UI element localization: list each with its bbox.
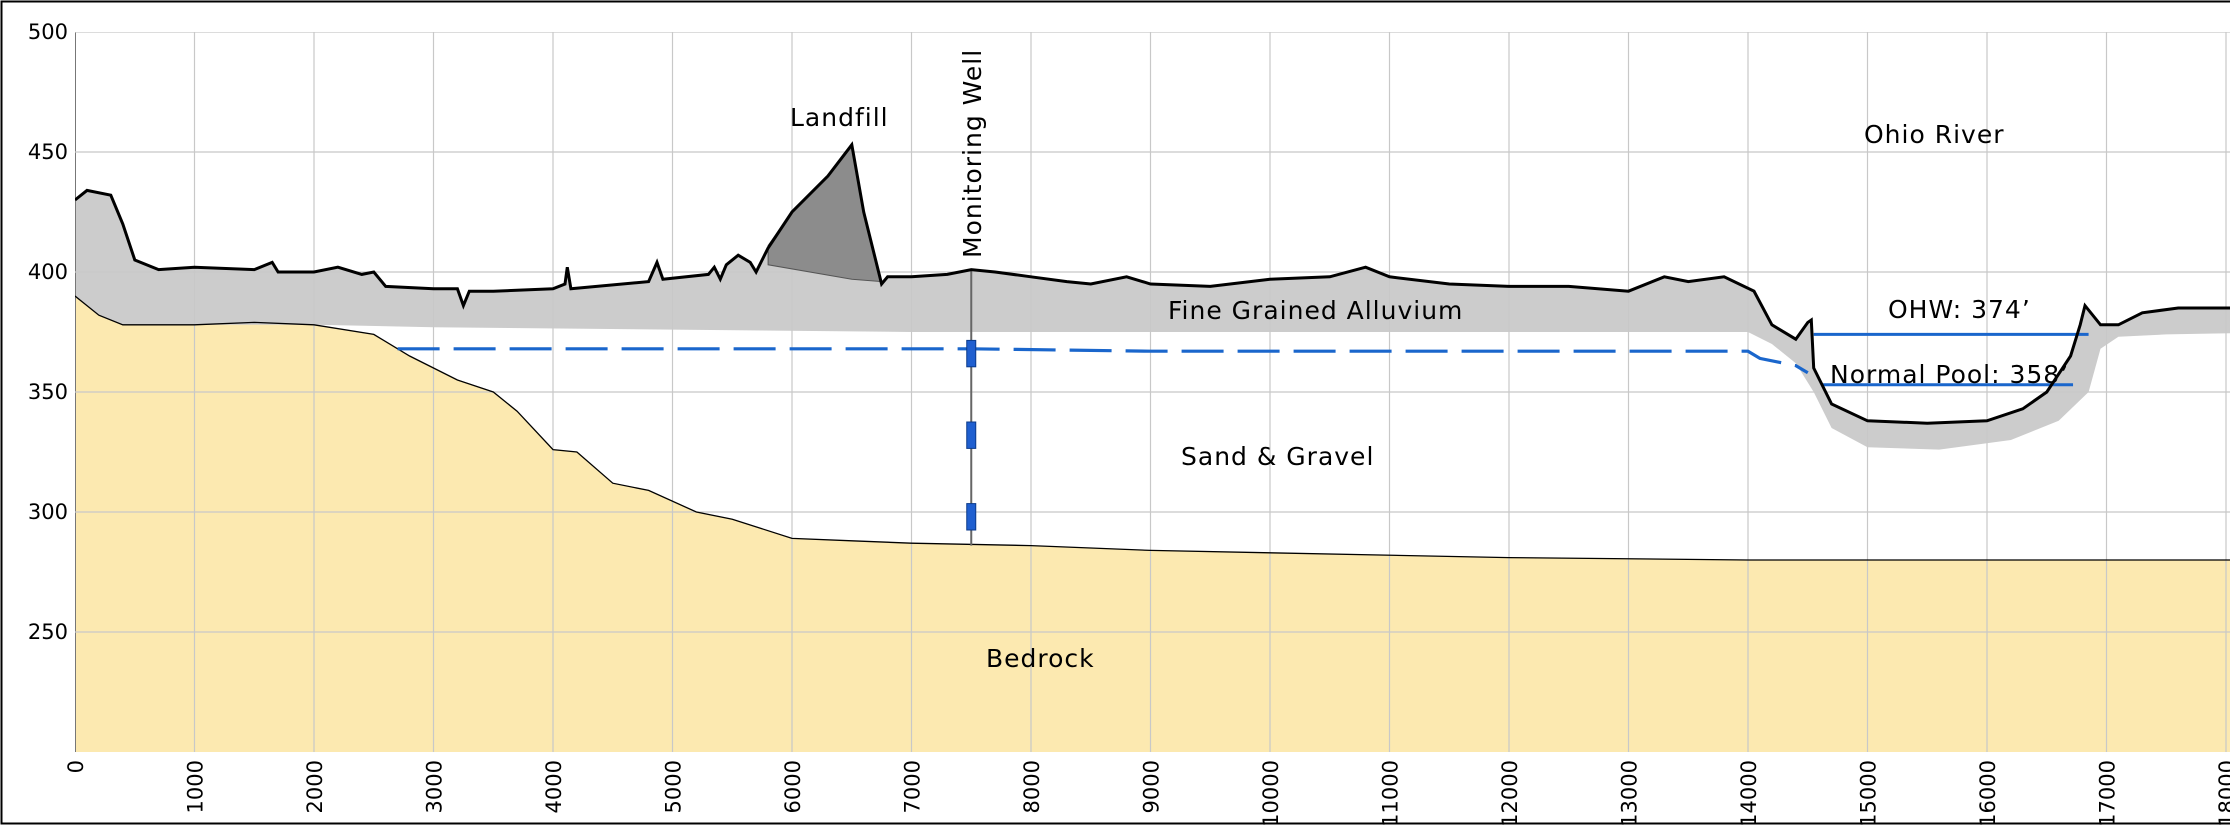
x-tick-label: 6000 [781,760,805,813]
sand-gravel-label: Sand & Gravel [1181,442,1374,471]
y-tick-label: 300 [28,500,68,524]
y-tick-label: 250 [28,620,68,644]
x-tick-label: 0 [64,760,88,773]
x-tick-label: 1000 [184,760,208,813]
landfill-label: Landfill [790,103,889,132]
bedrock-label: Bedrock [986,644,1095,673]
x-tick-label: 7000 [901,760,925,813]
well-screen [966,503,977,531]
bedrock-surface-line [75,295,2230,561]
x-tick-label: 3000 [423,760,447,813]
y-axis-ticks: 500 450 400 350 300 250 [28,20,68,644]
x-tick-label: 9000 [1140,760,1164,813]
well-screen [966,339,977,368]
fine-grained-alluvium-layer [75,144,2230,450]
ground-surface-line [75,141,2230,425]
x-tick-label: 2000 [303,760,327,813]
x-tick-label: 11000 [1379,760,1403,825]
monitoring-well-label: Monitoring Well [958,49,987,258]
x-tick-label: 13000 [1618,760,1642,825]
ohio-river-label: Ohio River [1864,120,2004,149]
x-tick-label: 15000 [1857,760,1881,825]
x-tick-label: 8000 [1020,760,1044,813]
well-screens [966,339,977,531]
x-tick-label: 18000 [2215,760,2230,825]
x-tick-label: 5000 [662,760,686,813]
ohw-label: OHW: 374’ [1888,295,2031,324]
x-tick-label: 4000 [542,760,566,813]
bedrock-layer [75,296,2230,752]
x-tick-label: 10000 [1259,760,1283,825]
x-tick-label: 12000 [1498,760,1522,825]
x-tick-label: 14000 [1737,760,1761,825]
y-tick-label: 400 [28,260,68,284]
x-axis-ticks: 0 1000 2000 3000 4000 5000 6000 7000 8000 9000 100… [64,760,2230,825]
y-tick-label: 350 [28,380,68,404]
normal-pool-label: Normal Pool: 358’ [1830,360,2069,389]
fine-grained-alluvium-label: Fine Grained Alluvium [1168,296,1463,325]
x-tick-label: 16000 [1976,760,2000,825]
y-tick-label: 450 [28,140,68,164]
grid-lines [75,32,2230,752]
x-tick-label: 17000 [2096,760,2120,825]
y-tick-label: 500 [28,20,68,44]
well-screen [966,421,977,449]
